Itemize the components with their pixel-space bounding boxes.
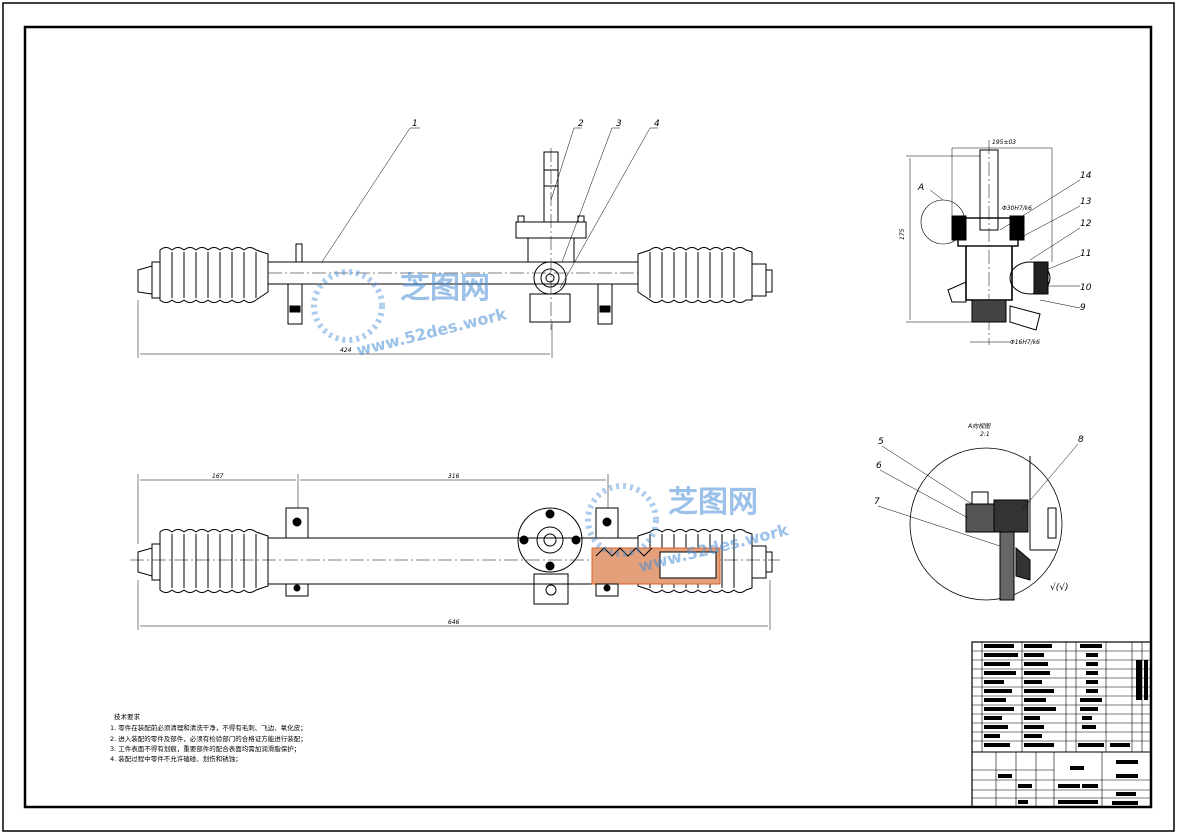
detail-title: A向视图 xyxy=(967,422,991,430)
left-boot-top xyxy=(137,529,269,593)
dim-side-width: 195±03 xyxy=(992,139,1016,146)
right-boot xyxy=(637,247,773,303)
top-view xyxy=(130,474,780,630)
watermark-brand: 芝图网 xyxy=(668,485,758,520)
inner-frame xyxy=(23,25,1153,809)
technical-requirements: 技术要求 1. 零件在装配前必须清理和清洗干净，不得有毛刺、飞边、氧化皮； 2.… xyxy=(110,712,307,763)
part-label-7: 7 xyxy=(874,497,880,507)
dim-side-fit-top: Φ30H7/k6 xyxy=(1002,205,1032,212)
part-label-13: 13 xyxy=(1080,197,1092,207)
dim-front-length: 424 xyxy=(340,347,352,354)
part-label-4: 4 xyxy=(654,119,660,129)
tech-req-item: 4. 装配过程中零件不允许磕碰、划伤和锈蚀； xyxy=(110,754,242,763)
dim-top-mid: 316 xyxy=(448,473,460,480)
roughness-symbol: √(√) xyxy=(1050,582,1069,593)
watermark-brand: 芝图网 xyxy=(400,271,490,306)
front-view xyxy=(137,127,773,358)
part-label-12: 12 xyxy=(1080,219,1092,229)
dim-side-height: 175 xyxy=(899,228,906,240)
tech-req-item: 2. 进入装配的零件及部件，必须有检验部门的合格证方能进行装配； xyxy=(110,734,307,743)
part-label-10: 10 xyxy=(1080,283,1092,293)
part-label-1: 1 xyxy=(412,119,418,129)
detail-view xyxy=(877,443,1079,601)
part-label-11: 11 xyxy=(1080,249,1091,259)
watermark-url: www.52des.work xyxy=(354,304,508,360)
dim-overall: 646 xyxy=(448,619,460,626)
part-label-5: 5 xyxy=(878,437,884,447)
tech-req-item: 3. 工件表面不得有划痕，重要部件的配合表面均需加润滑脂保护； xyxy=(110,744,300,753)
tech-req-item: 1. 零件在装配前必须清理和清洗干净，不得有毛刺、飞边、氧化皮； xyxy=(110,723,307,732)
tech-req-title: 技术要求 xyxy=(114,712,141,721)
dim-top-left: 167 xyxy=(212,473,224,480)
part-label-14: 14 xyxy=(1080,171,1092,181)
part-label-2: 2 xyxy=(578,119,584,129)
part-label-9: 9 xyxy=(1080,303,1086,313)
view-label-a: A xyxy=(917,183,924,193)
part-label-3: 3 xyxy=(616,119,622,129)
detail-scale: 2:1 xyxy=(980,431,990,438)
dim-side-fit-bottom: Φ16H7/k6 xyxy=(1010,339,1040,346)
title-block xyxy=(971,641,1152,808)
part-label-8: 8 xyxy=(1078,435,1084,445)
side-view xyxy=(906,140,1081,345)
part-label-6: 6 xyxy=(876,461,882,471)
left-boot xyxy=(137,247,269,303)
